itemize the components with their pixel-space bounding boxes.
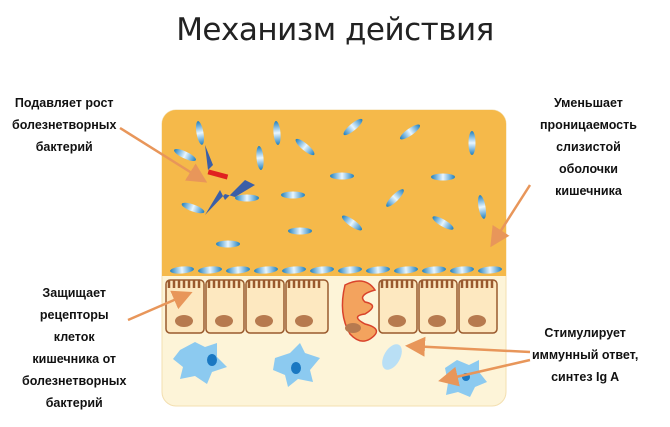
probiotic-bacterium <box>450 266 474 274</box>
inhibitor-bar <box>207 169 229 180</box>
epithelial-cell <box>165 279 205 334</box>
goblet-cell <box>341 280 378 342</box>
probiotic-bacterium <box>422 266 446 274</box>
immune-cells <box>173 342 487 397</box>
probiotic-bacterium <box>431 173 455 181</box>
bacteria-group <box>170 118 502 274</box>
probiotic-bacterium <box>254 266 278 274</box>
probiotic-bacterium <box>394 266 418 274</box>
epithelial-cell <box>458 279 498 334</box>
probiotic-bacterium <box>366 266 390 274</box>
epithelial-cell <box>418 279 458 334</box>
epithelial-cell <box>285 279 329 334</box>
probiotic-bacterium <box>386 189 404 207</box>
probiotic-bacterium <box>399 124 421 140</box>
probiotic-bacterium <box>343 118 363 136</box>
epithelial-cell <box>378 279 418 334</box>
probiotic-bacterium <box>338 266 362 274</box>
probiotic-bacterium <box>295 138 315 156</box>
epithelial-cell <box>245 279 285 334</box>
probiotic-bacterium <box>170 266 194 274</box>
probiotic-bacterium <box>281 191 305 199</box>
probiotic-bacterium <box>288 227 312 235</box>
epithelial-cells <box>165 279 498 334</box>
probiotic-bacterium <box>468 131 476 155</box>
probiotic-bacterium <box>216 240 240 248</box>
intestinal-lumen <box>162 110 506 276</box>
probiotic-bacterium <box>198 266 222 274</box>
probiotic-bacterium <box>282 266 306 274</box>
arrows <box>119 126 532 387</box>
probiotic-bacterium <box>330 172 354 180</box>
probiotic-bacterium <box>181 202 205 214</box>
probiotic-bacterium <box>235 194 259 202</box>
probiotic-bacterium <box>478 266 502 274</box>
probiotic-bacterium <box>195 121 205 145</box>
epithelial-cell <box>205 279 245 334</box>
probiotic-bacterium <box>273 121 281 145</box>
probiotic-bacterium <box>256 146 264 170</box>
label-stimulate-immunity: Стимулирует иммунный ответ, синтез Ig A <box>532 326 639 384</box>
label-suppress-pathogens: Подавляет рост болезнетворных бактерий <box>12 96 117 154</box>
diagram-title: Механизм действия <box>176 12 494 48</box>
probiotic-bacterium <box>341 215 363 231</box>
probiotic-bacterium <box>310 266 334 274</box>
label-reduce-permeability: Уменьшает проницаемость слизистой оболоч… <box>540 96 637 198</box>
probiotic-bacterium <box>226 266 250 274</box>
probiotic-bacterium <box>477 195 487 219</box>
pathogen-bacterium <box>205 145 255 215</box>
probiotic-bacterium <box>174 149 196 161</box>
label-protect-receptors: Защищает рецепторы клеток кишечника от б… <box>22 286 127 410</box>
probiotic-bacterium <box>432 216 454 230</box>
